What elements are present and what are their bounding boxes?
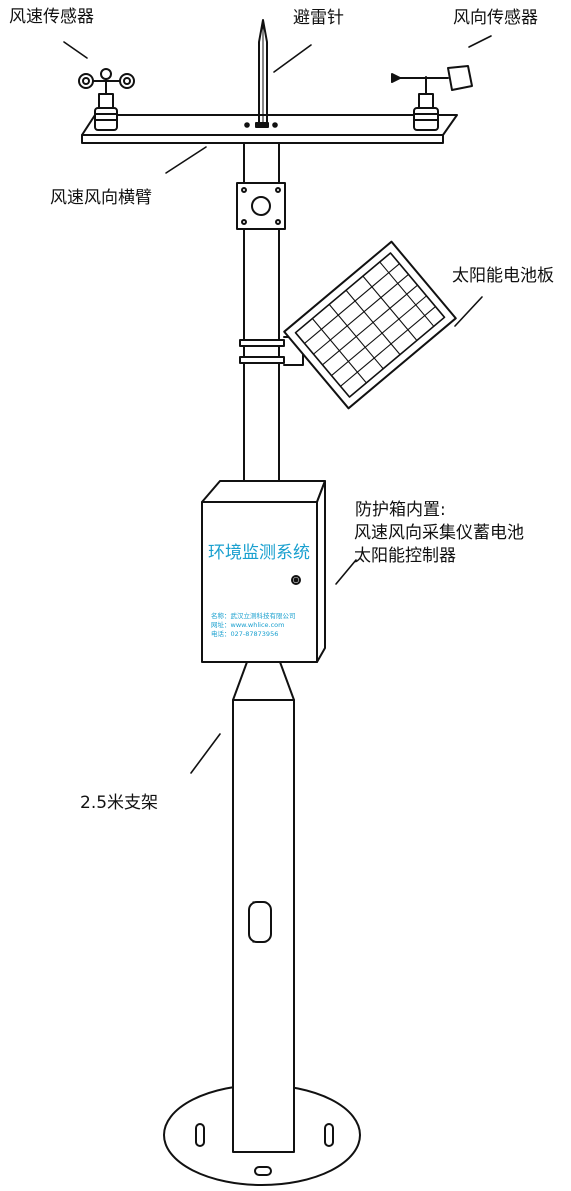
label-crossarm: 风速风向横臂 (50, 188, 152, 208)
label-lightning-rod: 避雷针 (293, 8, 344, 28)
lower-pole (232, 661, 295, 1153)
enclosure-name-line: 名称：武汉立测科技有限公司 (211, 612, 296, 620)
anemometer (78, 68, 135, 131)
enclosure-box (201, 480, 326, 663)
crossarm (81, 114, 458, 144)
label-box-contents-line2: 风速风向采集仪蓄电池 (354, 523, 524, 543)
mounting-flange (236, 182, 286, 230)
label-solar-panel: 太阳能电池板 (452, 266, 554, 286)
label-wind-speed-sensor: 风速传感器 (9, 7, 94, 27)
label-bracket: 2.5米支架 (80, 793, 159, 813)
enclosure-web-line: 网址：www.whlice.com (211, 621, 285, 629)
label-box-contents-line1: 防护箱内置: (355, 500, 446, 520)
leader-lines (63, 35, 492, 774)
enclosure-phone-line: 电话：027-87873956 (211, 630, 279, 638)
label-wind-direction-sensor: 风向传感器 (453, 8, 538, 28)
wind-vane (391, 65, 473, 131)
solar-panel (283, 240, 457, 410)
lightning-rod (258, 19, 268, 126)
label-box-contents-line3: 太阳能控制器 (354, 546, 456, 566)
enclosure-title: 环境监测系统 (208, 543, 310, 563)
